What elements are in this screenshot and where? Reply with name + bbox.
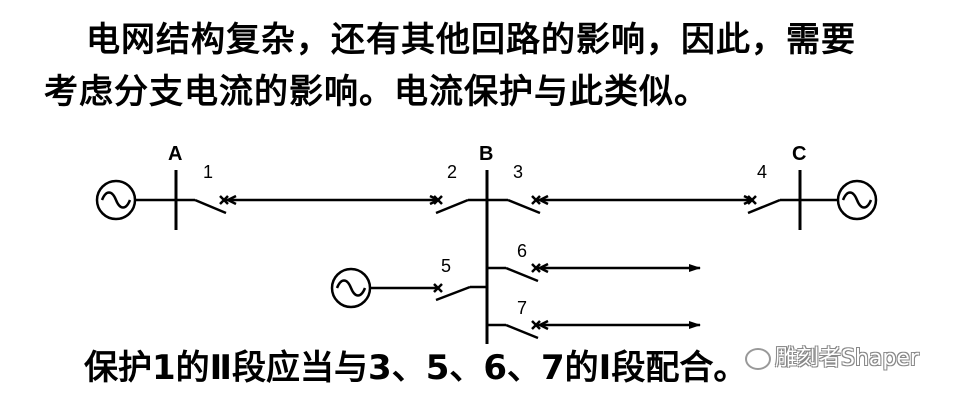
generator-a-icon [95, 179, 137, 221]
paragraph-line-1: 电网结构复杂，还有其他回路的影响，因此，需要 [86, 20, 856, 60]
bus-b-label: B [479, 143, 493, 165]
breaker-1-label: 1 [203, 162, 213, 182]
breaker-3-label: 3 [513, 162, 523, 182]
breaker-4-label: 4 [757, 162, 767, 182]
breaker-7-label: 7 [517, 298, 527, 318]
breaker-5-label: 5 [441, 256, 451, 276]
watermark: 雕刻者Shaper [745, 340, 919, 372]
breaker-2-label: 2 [447, 162, 457, 182]
breaker-6-label: 6 [517, 241, 527, 261]
paragraph-line-2: 考虑分支电流的影响。电流保护与此类似。 [44, 72, 709, 112]
bus-a-label: A [168, 143, 182, 165]
bus-c-label: C [792, 143, 806, 165]
wechat-icon [745, 348, 771, 370]
watermark-text: 雕刻者Shaper [775, 346, 919, 371]
generator-5-icon [330, 267, 372, 309]
caption: 保护1的Ⅱ段应当与3、5、6、7的Ⅰ段配合。 [84, 348, 748, 388]
generator-c-icon [836, 179, 878, 221]
